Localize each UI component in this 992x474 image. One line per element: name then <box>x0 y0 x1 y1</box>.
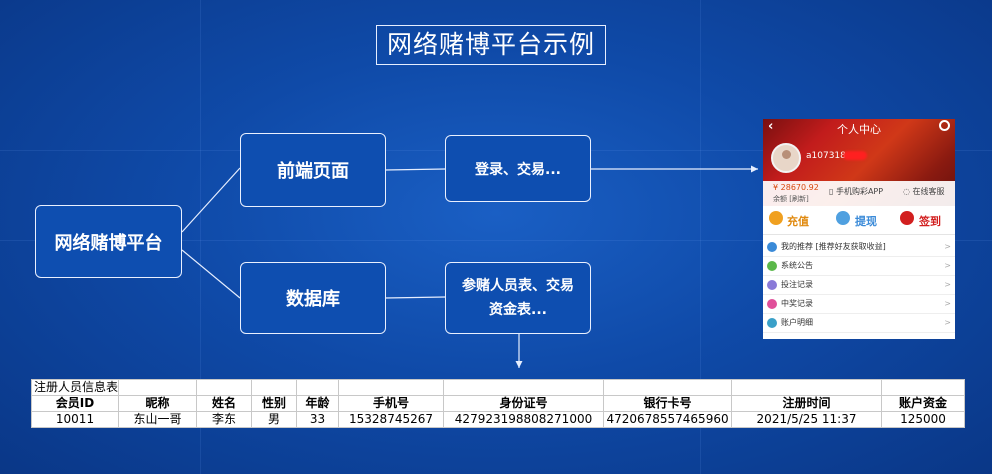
empty-cell <box>881 379 966 396</box>
money-bag-icon <box>769 211 783 225</box>
empty-cell <box>443 379 605 396</box>
menu-item-label: 中奖记录 <box>781 299 813 308</box>
node-platform-label: 网络赌博平台 <box>54 232 163 254</box>
menu-item-label: 我的推荐 [推荐好友获取收益] <box>781 242 886 251</box>
empty-cell <box>338 379 445 396</box>
chevron-right-icon: > <box>944 299 951 308</box>
gear-icon[interactable] <box>939 120 950 131</box>
table-cell: 427923198808271000 <box>443 411 605 428</box>
connector-frontend-login <box>384 168 446 171</box>
node-platform: 网络赌博平台 <box>35 205 182 278</box>
menu-item-wins[interactable]: 中奖记录 > <box>763 295 955 314</box>
chevron-right-icon: > <box>944 261 951 270</box>
background-line <box>0 240 992 241</box>
column-header: 身份证号 <box>443 395 605 412</box>
table-cell: 李东 <box>196 411 253 428</box>
phone-screenshot: ‹ 个人中心 a107318 ¥ 28670.92 余额 [刷新] ▯ 手机购彩… <box>763 119 955 339</box>
menu-item-announcement[interactable]: 系统公告 > <box>763 257 955 276</box>
avatar[interactable] <box>771 143 801 173</box>
menu-item-referral[interactable]: 我的推荐 [推荐好友获取收益] > <box>763 238 955 257</box>
withdraw-icon <box>836 211 850 225</box>
empty-cell <box>196 379 253 396</box>
online-service-label: 在线客服 <box>912 187 945 196</box>
table-cell: 10011 <box>30 411 120 428</box>
column-header: 会员ID <box>30 395 120 412</box>
node-tables: 参赌人员表、交易 资金表... <box>445 262 591 334</box>
checkin-button[interactable]: 签到 <box>919 215 941 228</box>
empty-cell <box>251 379 298 396</box>
column-header: 注册时间 <box>731 395 883 412</box>
table-caption-row: 注册人员信息表 <box>30 379 966 396</box>
member-table: 注册人员信息表 会员ID 昵称 姓名 性别 年龄 手机号 身份证号 银行卡号 注… <box>30 379 966 428</box>
menu-item-bets[interactable]: 投注记录 > <box>763 276 955 295</box>
empty-cell <box>296 379 340 396</box>
background-line <box>700 0 701 474</box>
node-frontend-label: 前端页面 <box>277 161 349 182</box>
chevron-right-icon: > <box>944 318 951 327</box>
node-tables-label-line2: 资金表... <box>489 302 547 318</box>
background-line <box>200 0 201 474</box>
phone-balance-label[interactable]: 余额 [刷新] <box>773 195 809 203</box>
redaction-mask <box>843 151 867 160</box>
checkin-icon <box>900 211 914 225</box>
table-cell: 东山一哥 <box>118 411 198 428</box>
table-cell: 125000 <box>881 411 966 428</box>
phone-menu: 我的推荐 [推荐好友获取收益] > 系统公告 > 投注记录 > 中奖记录 > 账户明细 > <box>763 238 955 333</box>
menu-item-label: 系统公告 <box>781 261 813 270</box>
node-database: 数据库 <box>240 262 386 334</box>
user-icon <box>767 242 777 252</box>
column-header: 账户资金 <box>881 395 966 412</box>
phone-info-bar <box>763 181 955 206</box>
empty-cell <box>731 379 883 396</box>
empty-cell <box>118 379 198 396</box>
column-header: 年龄 <box>296 395 340 412</box>
buy-app-link[interactable]: ▯ 手机购彩APP <box>829 187 884 196</box>
empty-cell <box>603 379 733 396</box>
phone-balance: ¥ 28670.92 <box>773 183 819 192</box>
table-cell: 2021/5/25 11:37 <box>731 411 883 428</box>
column-header: 手机号 <box>338 395 445 412</box>
wallet-icon <box>767 318 777 328</box>
column-header: 姓名 <box>196 395 253 412</box>
table-cell: 男 <box>251 411 298 428</box>
buy-app-label: 手机购彩APP <box>835 187 884 196</box>
withdraw-button[interactable]: 提现 <box>855 215 877 228</box>
diagram-title: 网络赌博平台示例 <box>376 25 606 65</box>
menu-item-label: 投注记录 <box>781 280 813 289</box>
recharge-button[interactable]: 充值 <box>787 215 809 228</box>
table-cell: 33 <box>296 411 340 428</box>
list-icon <box>767 280 777 290</box>
table-cell: 15328745267 <box>338 411 445 428</box>
menu-item-account[interactable]: 账户明细 > <box>763 314 955 333</box>
node-frontend: 前端页面 <box>240 133 386 207</box>
back-chevron-icon[interactable]: ‹ <box>768 119 774 134</box>
table-cell: 4720678557465960 <box>603 411 733 428</box>
phone-username: a107318 <box>806 151 846 161</box>
column-header: 银行卡号 <box>603 395 733 412</box>
speaker-icon <box>767 261 777 271</box>
menu-item-label: 账户明细 <box>781 318 813 327</box>
column-header: 性别 <box>251 395 298 412</box>
table-header-row: 会员ID 昵称 姓名 性别 年龄 手机号 身份证号 银行卡号 注册时间 账户资金 <box>30 395 966 412</box>
node-login-trade-label: 登录、交易... <box>475 161 561 178</box>
connector-platform-frontend <box>181 167 241 233</box>
node-database-label: 数据库 <box>286 289 340 310</box>
table-row: 10011 东山一哥 李东 男 33 15328745267 427923198… <box>30 411 966 428</box>
column-header: 昵称 <box>118 395 198 412</box>
connector-platform-database <box>181 249 241 299</box>
table-caption: 注册人员信息表 <box>30 379 120 396</box>
node-tables-label-line1: 参赌人员表、交易 <box>462 278 574 294</box>
connector-database-tables <box>384 296 446 299</box>
online-service-link[interactable]: ◌ 在线客服 <box>903 187 945 196</box>
trophy-icon <box>767 299 777 309</box>
node-login-trade: 登录、交易... <box>445 135 591 202</box>
chevron-right-icon: > <box>944 242 951 251</box>
phone-header-title: 个人中心 <box>837 123 881 136</box>
phone-actions: 充值 提现 签到 <box>763 206 955 235</box>
chevron-right-icon: > <box>944 280 951 289</box>
